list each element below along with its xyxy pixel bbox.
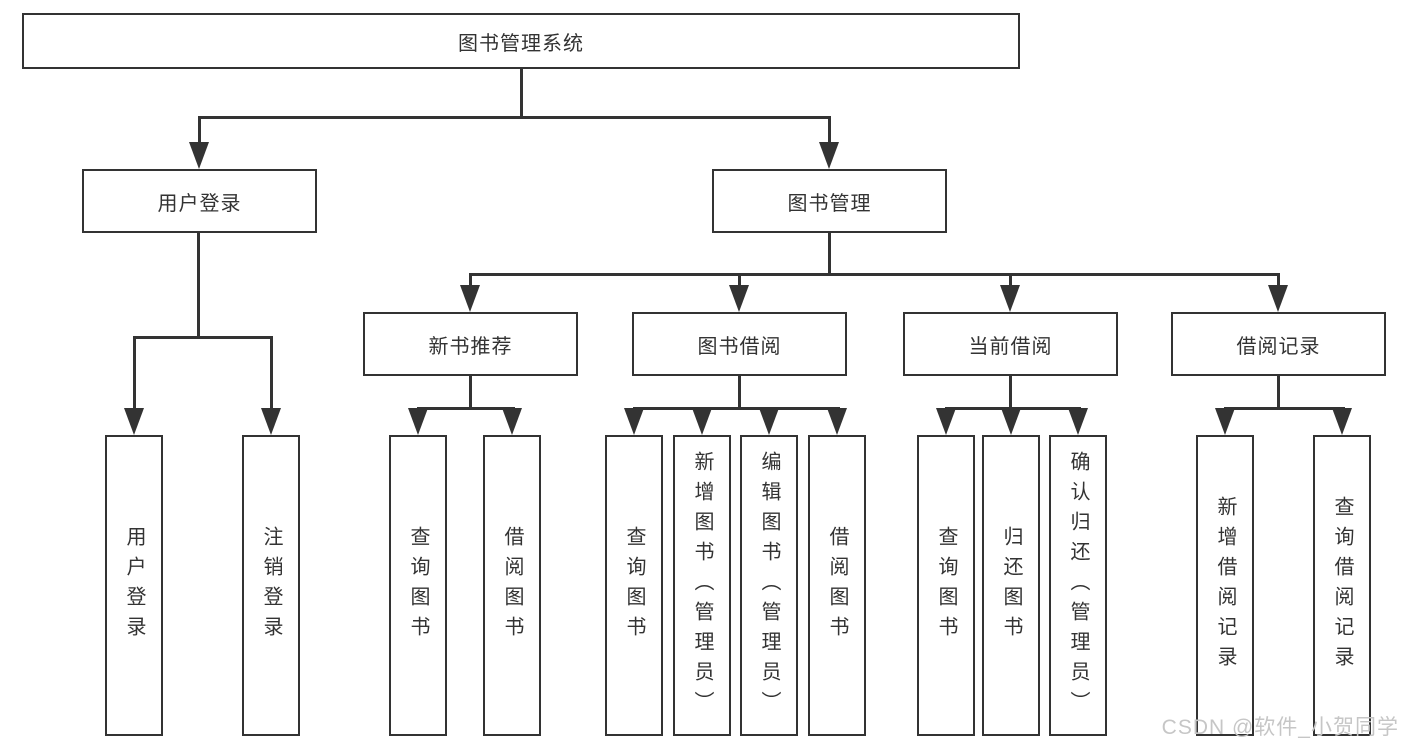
- arrow-down-icon: [460, 285, 480, 312]
- watermark: CSDN @软件_小贺同学: [1161, 716, 1399, 739]
- arrow-down-icon: [624, 408, 644, 435]
- node-confirm-return-admin: 确认归还（管理员）: [1049, 435, 1107, 736]
- arrow-down-icon: [1000, 285, 1020, 312]
- node-label: 新书推荐: [428, 335, 513, 358]
- node-label: 借阅图书: [501, 525, 523, 646]
- arrow-down-icon: [124, 408, 144, 435]
- connector-level2-hline: [198, 116, 831, 119]
- node-label: 归还图书: [1000, 525, 1022, 646]
- connector-records-hline: [1224, 407, 1345, 410]
- node-query-books-1: 查询图书: [389, 435, 447, 736]
- node-borrowing-records: 借阅记录: [1171, 312, 1386, 376]
- node-label: 确认归还（管理员）: [1067, 450, 1089, 721]
- node-user-login: 用户登录: [82, 169, 317, 233]
- node-logout: 注销登录: [242, 435, 300, 736]
- node-book-management: 图书管理: [712, 169, 947, 233]
- node-add-borrow-record: 新增借阅记录: [1196, 435, 1254, 736]
- node-label: 注销登录: [260, 525, 282, 646]
- node-label: 图书管理系统: [458, 32, 584, 55]
- connector-root-stem: [520, 69, 523, 118]
- arrow-down-icon: [936, 408, 956, 435]
- node-label: 查询图书: [935, 525, 957, 646]
- node-current-borrowing: 当前借阅: [903, 312, 1118, 376]
- node-label: 查询借阅记录: [1331, 495, 1353, 676]
- arrow-down-icon: [759, 408, 779, 435]
- node-add-book-admin: 新增图书（管理员）: [673, 435, 731, 736]
- node-label: 新增借阅记录: [1214, 495, 1236, 676]
- node-query-books-3: 查询图书: [917, 435, 975, 736]
- node-library-management-system: 图书管理系统: [22, 13, 1020, 69]
- node-label: 图书管理: [787, 192, 872, 215]
- connector-newbook-hline: [417, 407, 515, 410]
- arrow-down-icon: [189, 142, 209, 169]
- arrow-down-icon: [1268, 285, 1288, 312]
- arrow-down-icon: [408, 408, 428, 435]
- node-label: 新增图书（管理员）: [691, 450, 713, 721]
- connector-level3-hline: [469, 273, 1280, 276]
- connector-level3-drop-2: [738, 273, 741, 287]
- node-query-books-2: 查询图书: [605, 435, 663, 736]
- connector-level2-drop-left: [198, 117, 201, 144]
- connector-userlogin-stem: [197, 233, 200, 338]
- arrow-down-icon: [502, 408, 522, 435]
- connector-borrowing-stem: [738, 376, 741, 409]
- connector-bookmgmt-stem: [828, 233, 831, 275]
- arrow-down-icon: [827, 408, 847, 435]
- arrow-down-icon: [729, 285, 749, 312]
- node-label: 用户登录: [157, 192, 242, 215]
- connector-userlogin-drop-b: [270, 336, 273, 410]
- node-book-borrowing: 图书借阅: [632, 312, 847, 376]
- node-label: 当前借阅: [968, 335, 1053, 358]
- node-edit-book-admin: 编辑图书（管理员）: [740, 435, 798, 736]
- node-borrow-books-1: 借阅图书: [483, 435, 541, 736]
- connector-current-stem: [1009, 376, 1012, 409]
- arrow-down-icon: [1001, 408, 1021, 435]
- arrow-down-icon: [819, 142, 839, 169]
- arrow-down-icon: [1332, 408, 1352, 435]
- node-label: 查询图书: [623, 525, 645, 646]
- connector-level3-drop-3: [1009, 273, 1012, 287]
- node-user-login-action: 用户登录: [105, 435, 163, 736]
- node-label: 借阅图书: [826, 525, 848, 646]
- connector-userlogin-drop-a: [133, 336, 136, 410]
- connector-level3-drop-4: [1277, 273, 1280, 287]
- node-label: 借阅记录: [1236, 335, 1321, 358]
- node-borrow-books-2: 借阅图书: [808, 435, 866, 736]
- arrow-down-icon: [1215, 408, 1235, 435]
- connector-records-stem: [1277, 376, 1280, 409]
- connector-newbook-stem: [469, 376, 472, 409]
- node-label: 查询图书: [407, 525, 429, 646]
- arrow-down-icon: [1068, 408, 1088, 435]
- arrow-down-icon: [261, 408, 281, 435]
- node-query-borrow-record: 查询借阅记录: [1313, 435, 1371, 736]
- node-label: 用户登录: [123, 525, 145, 646]
- node-new-book-recommendation: 新书推荐: [363, 312, 578, 376]
- connector-level2-drop-right: [828, 117, 831, 144]
- connector-borrowing-hline: [633, 407, 840, 410]
- node-label: 图书借阅: [697, 335, 782, 358]
- connector-userlogin-hline: [133, 336, 273, 339]
- connector-level3-drop-1: [469, 273, 472, 287]
- node-label: 编辑图书（管理员）: [758, 450, 780, 721]
- node-return-books: 归还图书: [982, 435, 1040, 736]
- arrow-down-icon: [692, 408, 712, 435]
